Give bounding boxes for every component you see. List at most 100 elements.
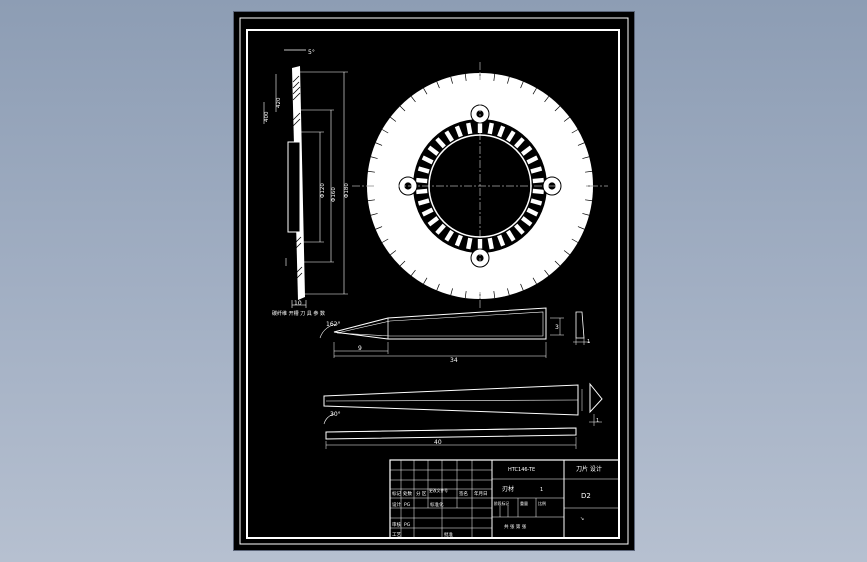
disc-slot	[477, 122, 483, 133]
disc-tick	[423, 277, 428, 285]
disc-front-view	[352, 62, 608, 310]
disc-tick	[577, 226, 585, 230]
disc-tick	[544, 269, 550, 276]
disc-slot	[466, 237, 473, 250]
dim-400: 400	[264, 111, 270, 122]
blade-top-view: 1 30° 40	[323, 382, 603, 449]
disc-slot	[487, 237, 494, 250]
disc-slot	[520, 145, 533, 156]
col-label-1: 处数	[403, 490, 412, 497]
disc-slot	[497, 125, 506, 138]
disc-tick	[585, 199, 593, 202]
disc-tick-marks	[367, 73, 593, 299]
drawing-canvas: 5°	[239, 17, 629, 545]
side-len-short: 9	[358, 345, 362, 352]
disc-slot	[416, 177, 428, 184]
dim-phi120: Φ120	[320, 183, 326, 198]
disc-tick	[571, 238, 579, 243]
section-note: 碳纤维 开槽 刀 具 参 数	[272, 310, 325, 317]
side-len-long: 34	[450, 357, 458, 364]
title-block-text: 标记 处数 分 区 更改文件号 签名 年月日 设计 PG 审核 PG 工艺 标准…	[392, 465, 602, 538]
disc-tick	[390, 116, 397, 122]
disc-tick	[520, 81, 524, 89]
disc-slot	[532, 188, 544, 195]
disc-tick	[370, 156, 378, 159]
disc-tick	[585, 170, 593, 173]
disc-slot	[497, 234, 506, 247]
disc-tick	[577, 142, 585, 146]
disc-slot	[514, 137, 525, 149]
disc-tick	[507, 288, 510, 296]
disc-slot	[454, 234, 463, 247]
sheet-label: 共 张 第 张	[504, 523, 527, 530]
disc-tick	[544, 96, 550, 103]
col-label-5: 年月日	[474, 490, 488, 497]
col-label-4: 签名	[459, 490, 468, 497]
drawing-sheet: 5°	[234, 12, 634, 550]
disc-slot	[520, 216, 533, 227]
drawing-no: HTC146-TE	[508, 467, 535, 473]
disc-tick	[436, 283, 440, 291]
disc-tick	[399, 105, 406, 112]
disc-mount-holes	[398, 104, 562, 268]
row-value-review: PG	[404, 522, 411, 528]
disc-tick	[375, 226, 383, 230]
disc-slot	[532, 177, 544, 184]
weight-label: 重量	[520, 500, 528, 506]
blade-side-view: 162° 9 34 3 1	[319, 307, 590, 364]
disc-tick	[375, 142, 383, 146]
disc-tick	[520, 283, 524, 291]
disc-tick	[370, 213, 378, 216]
col-label-0: 标记	[392, 490, 401, 497]
disc-tick	[464, 73, 467, 81]
disc-slot	[435, 223, 446, 235]
disc-tick	[410, 96, 416, 103]
disc-slot	[435, 137, 446, 149]
disc-slot	[421, 207, 434, 217]
approve-label: 批准	[444, 531, 453, 538]
disc-tick	[436, 81, 440, 89]
top-length: 40	[434, 439, 442, 446]
disc-tick	[450, 288, 453, 296]
tb-mark: ↘	[580, 516, 584, 522]
disc-tick	[532, 277, 537, 285]
disc-tick	[381, 238, 389, 243]
disc-tick	[532, 87, 537, 95]
disc-slot	[417, 198, 430, 206]
drawing-code: D2	[581, 492, 591, 500]
disc-slot	[421, 155, 434, 165]
disc-slot	[526, 207, 539, 217]
top-angle: 30°	[330, 411, 341, 418]
disc-slot	[416, 188, 428, 195]
disc-slot	[427, 216, 440, 227]
disc-slot	[530, 166, 543, 174]
section-view: 5°	[263, 49, 350, 317]
std-label: 标准化	[430, 501, 444, 508]
disc-tick	[381, 129, 389, 134]
disc-slot	[427, 145, 440, 156]
disc-slot	[487, 122, 494, 135]
scale-hdr: 1	[540, 487, 543, 493]
dim-phi180: Φ180	[344, 183, 350, 198]
disc-tick	[582, 213, 590, 216]
disc-slot	[514, 223, 525, 235]
side-thickness: 1	[587, 339, 590, 345]
disc-tick	[563, 250, 570, 256]
disc-tick	[464, 291, 467, 299]
disc-slot	[466, 122, 473, 135]
disc-slot	[530, 198, 543, 206]
part-name: 刀片 设计	[576, 465, 602, 473]
col-label-2: 分 区	[416, 490, 427, 497]
disc-tick	[390, 250, 397, 256]
disc-slot	[444, 229, 454, 242]
side-height: 3	[555, 324, 559, 331]
side-angle: 162°	[326, 321, 340, 328]
row-value-design: PG	[404, 502, 411, 508]
dim-phi160: Φ160	[331, 187, 337, 202]
top-thickness: 1	[596, 418, 599, 424]
disc-tick	[493, 73, 496, 81]
disc-tick	[554, 260, 561, 267]
disc-slot	[417, 166, 430, 174]
disc-tick	[563, 116, 570, 122]
